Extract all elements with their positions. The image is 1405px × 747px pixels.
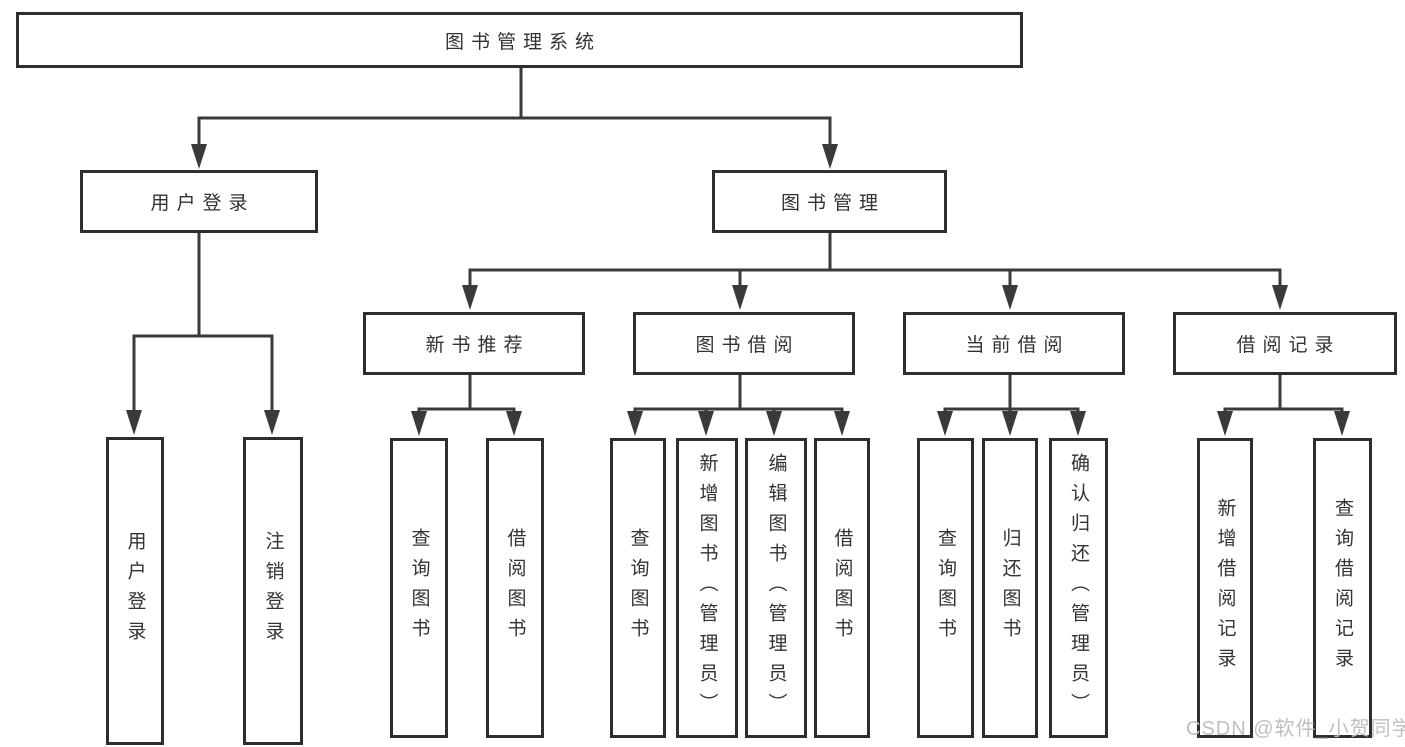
leaf-user-login: 用户登录 [106, 437, 164, 745]
node-current-borrow: 当前借阅 [903, 312, 1125, 375]
node-borrow-records: 借阅记录 [1173, 312, 1397, 375]
node-book-borrow: 图书借阅 [633, 312, 855, 375]
leaf-nb-borrow-books: 借阅图书 [486, 438, 544, 738]
node-label: 查询图书 [935, 528, 956, 648]
node-label: 新增图书（管理员） [696, 453, 718, 723]
node-new-book-recommend: 新书推荐 [363, 312, 585, 375]
leaf-cb-query-books: 查询图书 [917, 438, 974, 738]
leaf-cb-return-books: 归还图书 [982, 438, 1038, 738]
leaf-br-query-record: 查询借阅记录 [1313, 438, 1372, 738]
node-label: 借阅图书 [831, 528, 853, 648]
leaf-cb-confirm-return-admin: 确认归还（管理员） [1049, 438, 1108, 738]
node-label: 借阅图书 [504, 528, 526, 648]
node-root: 图书管理系统 [16, 12, 1023, 68]
node-book-management: 图书管理 [712, 170, 947, 233]
node-label: 新增借阅记录 [1214, 498, 1236, 678]
arrowheads [126, 144, 1350, 436]
node-label: 查询图书 [627, 528, 649, 648]
leaf-bb-query-books: 查询图书 [610, 438, 666, 738]
watermark: CSDN @软件_小贺同学 [1186, 718, 1405, 740]
leaf-bb-borrow-books: 借阅图书 [814, 438, 870, 738]
leaf-nb-query-books: 查询图书 [390, 438, 448, 738]
leaf-br-add-record: 新增借阅记录 [1197, 438, 1253, 738]
leaf-logout: 注销登录 [243, 437, 303, 745]
node-label: 用户登录 [124, 531, 146, 651]
node-label: 归还图书 [999, 528, 1021, 648]
node-label: 注销登录 [262, 531, 284, 651]
node-label: 查询借阅记录 [1332, 498, 1353, 678]
leaf-bb-add-books-admin: 新增图书（管理员） [676, 438, 738, 738]
leaf-bb-edit-books-admin: 编辑图书（管理员） [745, 438, 807, 738]
node-label: 查询图书 [408, 528, 430, 648]
node-label: 编辑图书（管理员） [765, 453, 787, 723]
node-label: 确认归还（管理员） [1068, 453, 1089, 723]
node-user-login: 用户登录 [80, 170, 318, 233]
